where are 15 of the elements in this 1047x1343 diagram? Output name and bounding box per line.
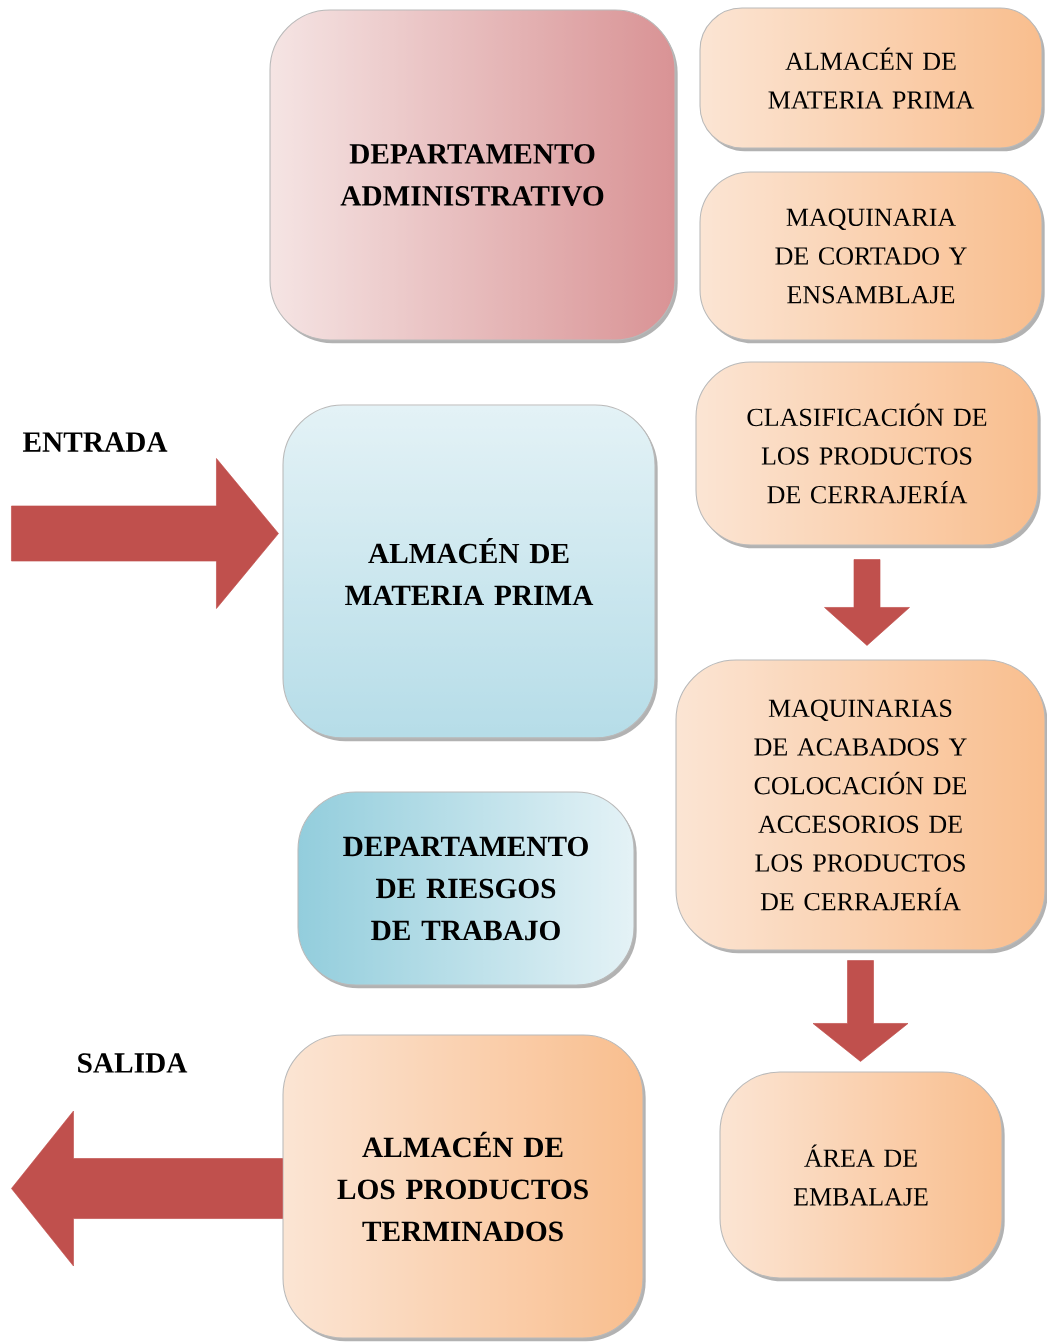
process-box: MAQUINARIA DE CORTADO Y ENSAMBLAJE (699, 171, 1045, 344)
edge-label: SALIDA (78, 1053, 188, 1073)
process-box: DEPARTAMENTO ADMINISTRATIVO (269, 9, 678, 344)
block-arrow (812, 960, 909, 1062)
process-box: ALMACÉN DE MATERIA PRIMA (699, 7, 1045, 152)
process-box: MAQUINARIAS DE ACABADOS Y COLOCACIÓN DE ACCESORIOS DE LOS PRODUCTOS DE CERRAJERÍA (675, 659, 1047, 954)
process-box: CLASIFICACIÓN DE LOS PRODUCTOS DE CERRAJERÍA (695, 361, 1041, 549)
block-arrow (824, 559, 910, 646)
process-box: DEPARTAMENTO DE RIESGOS DE TRABAJO (297, 791, 637, 989)
process-box: ALMACÉN DE MATERIA PRIMA (282, 404, 658, 742)
block-arrow (11, 458, 279, 609)
process-box: ALMACÉN DE LOS PRODUCTOS TERMINADOS (282, 1034, 646, 1342)
process-box: ÁREA DE EMBALAJE (719, 1071, 1005, 1282)
block-arrow (11, 1110, 283, 1267)
edge-label: ENTRADA (23, 432, 168, 452)
